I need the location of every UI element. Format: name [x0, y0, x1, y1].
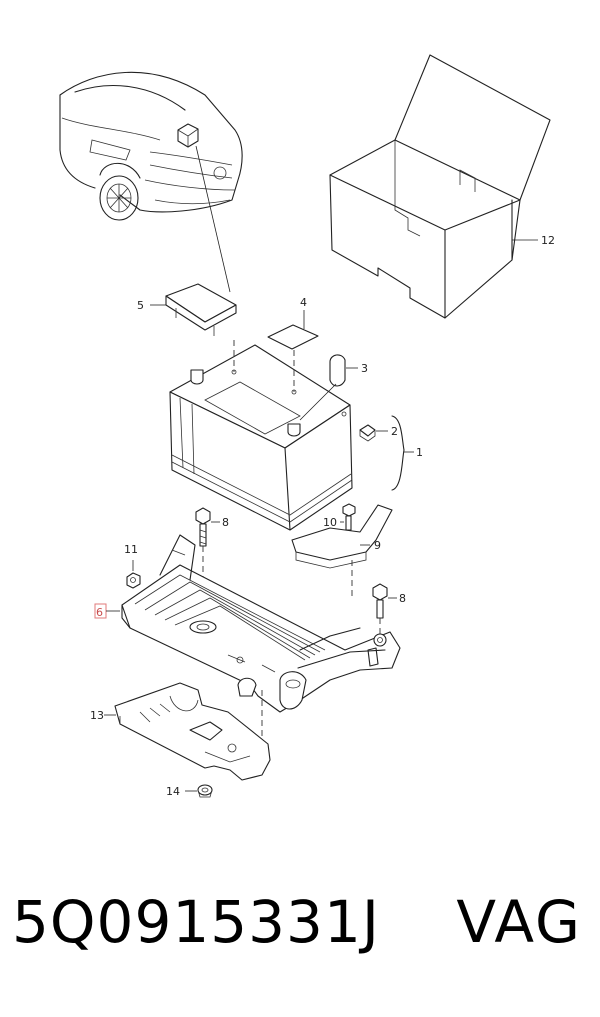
- callout-8a: 8: [222, 516, 229, 529]
- battery-illustration: 1: [169, 340, 423, 531]
- vent-plug-illustration: 2: [359, 424, 398, 442]
- callout-13: 13: [90, 709, 104, 722]
- screw-10-illustration: 10: [323, 503, 356, 531]
- callout-5: 5: [137, 299, 144, 312]
- callout-8b: 8: [399, 592, 406, 605]
- part-number: 5Q0915331J: [12, 888, 380, 956]
- callout-9: 9: [374, 539, 381, 552]
- callout-3: 3: [361, 362, 368, 375]
- callout-2: 2: [391, 425, 398, 438]
- callout-10: 10: [323, 516, 337, 529]
- terminal-cap-illustration: 3: [329, 354, 368, 387]
- parts-diagram: 12 5 4 3: [59, 54, 555, 798]
- callout-4: 4: [300, 296, 307, 309]
- bracket-illustration: 13: [90, 682, 271, 781]
- terminal-cover-illustration: 5: [137, 283, 237, 336]
- label-illustration: 4: [267, 296, 319, 350]
- battery-tray-illustration: 6: [94, 534, 401, 740]
- car-illustration: [59, 71, 243, 293]
- screw-right-illustration: 8: [372, 583, 406, 640]
- nut-illustration: 11: [124, 543, 141, 589]
- callout-11: 11: [124, 543, 138, 556]
- callout-14: 14: [166, 785, 180, 798]
- callout-6: 6: [96, 606, 103, 619]
- caption: 5Q0915331J VAG: [12, 888, 592, 988]
- clamp-illustration: 9: [291, 504, 393, 600]
- brand-label: VAG: [456, 888, 582, 956]
- callout-1: 1: [416, 446, 423, 459]
- callout-12: 12: [541, 234, 555, 247]
- battery-box-illustration: 12: [329, 54, 555, 319]
- clip-illustration: 14: [166, 784, 213, 798]
